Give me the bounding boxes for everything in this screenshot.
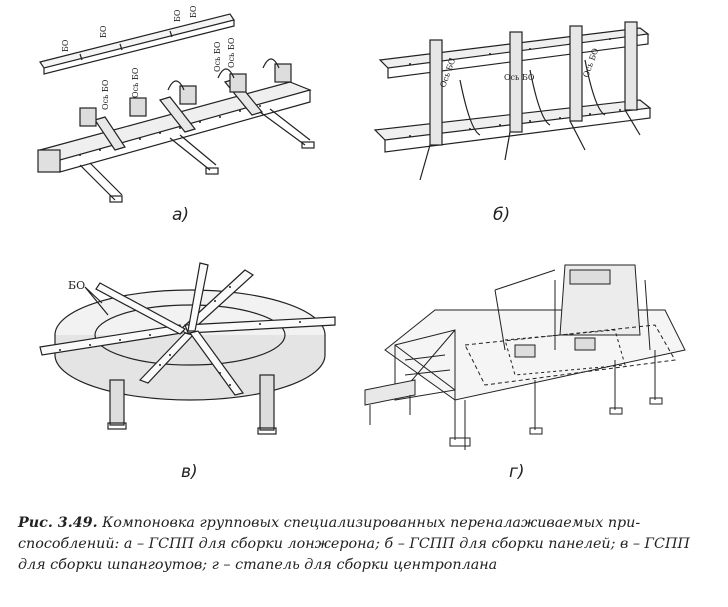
os-bo-label: Ось БО [504, 73, 535, 82]
os-bo-label: Ось БО [213, 41, 222, 72]
os-bo-label: Ось БО [101, 79, 110, 110]
caption-text: Компоновка групповых специализированных … [18, 515, 690, 573]
os-bo-label: Ось БО [227, 37, 236, 68]
figure-b-drawing: Ось БО Ось БО Ось БО [373, 21, 652, 181]
os-bo-label: Ось БО [131, 67, 140, 98]
figure-a-drawing: БО БО БО БО Ось БО Ось БО Ось БО Ось БО [37, 5, 315, 203]
subfigure-label-a: а) [172, 205, 190, 225]
subfigure-label-c: в) [181, 462, 198, 482]
figure-b-panel-fixture: Ось БО Ось БО Ось БО [370, 20, 670, 185]
figure-d-center-wing-jig [355, 250, 705, 460]
figure-d-drawing [364, 264, 686, 450]
caption-lead: Рис. 3.49. [18, 515, 98, 531]
bo-label: БО [189, 5, 198, 18]
subfigure-label-d: г) [509, 462, 525, 482]
figure-c-frame-fixture: БО [30, 255, 360, 455]
figure-caption: Рис. 3.49. Компоновка групповых специали… [18, 513, 708, 576]
bo-label: БО [99, 25, 108, 38]
subfigure-label-b: б) [493, 205, 511, 225]
bo-label: БО [173, 9, 182, 22]
os-bo-label: Ось БО [581, 47, 600, 79]
bo-label: БО [68, 279, 85, 292]
bo-label: БО [61, 39, 70, 52]
figure-c-drawing: БО [39, 262, 336, 435]
figure-a-spar-fixture: БО БО БО БО Ось БО Ось БО Ось БО Ось БО [20, 0, 340, 210]
